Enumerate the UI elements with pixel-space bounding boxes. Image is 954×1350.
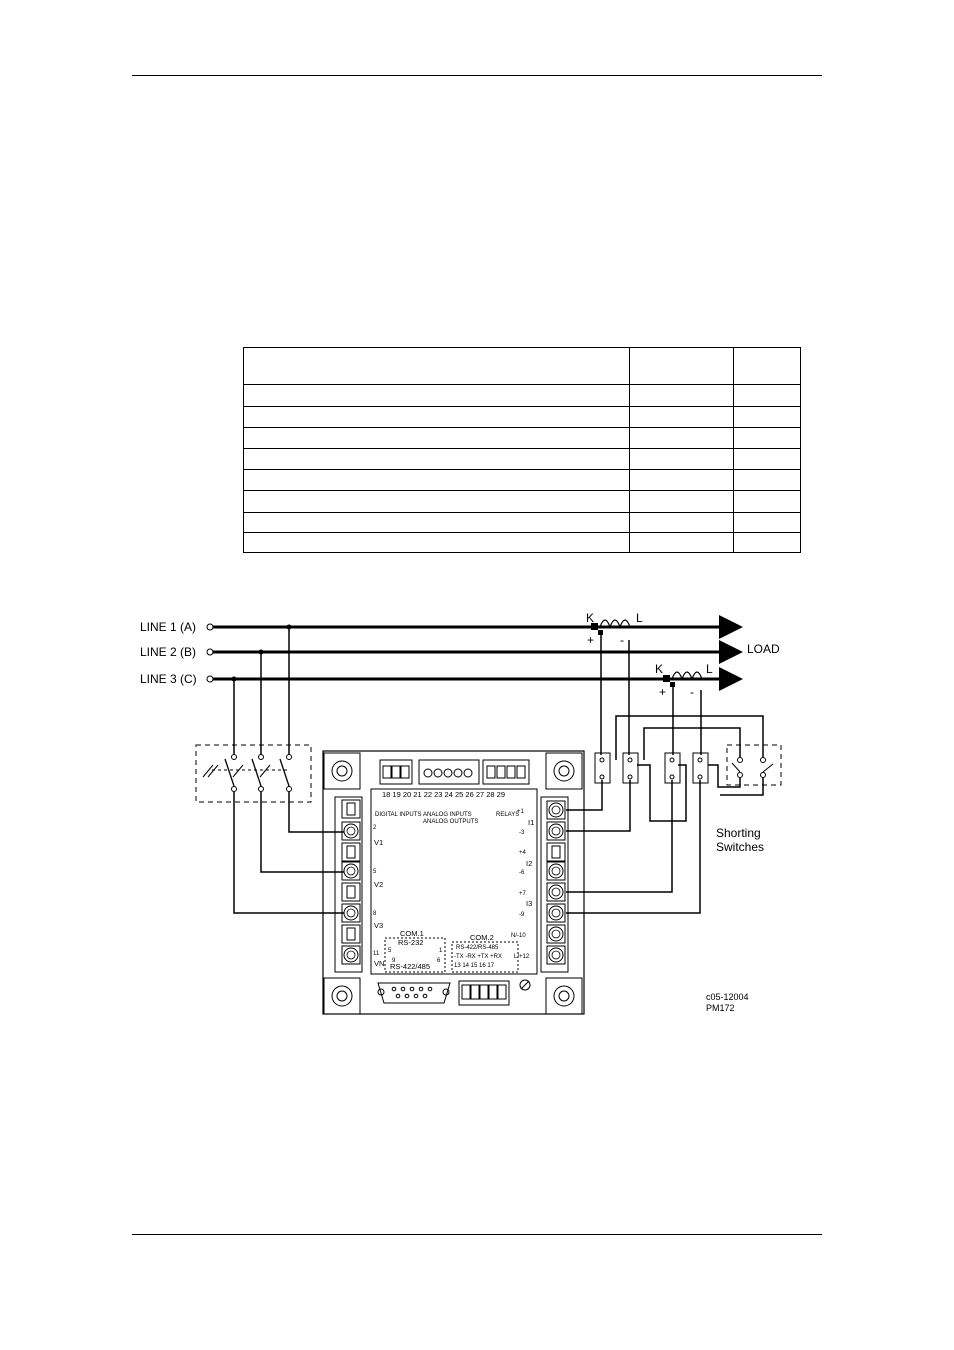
model-label: PM172 bbox=[706, 1003, 735, 1013]
com2-label: COM.2 bbox=[470, 933, 494, 942]
shorting-label-1: Shorting bbox=[716, 826, 761, 840]
svg-text:K: K bbox=[655, 662, 663, 676]
svg-text:I1: I1 bbox=[528, 818, 534, 827]
svg-text:+1: +1 bbox=[517, 809, 525, 815]
top-terminal-numbers: 18 19 20 21 22 23 24 25 26 27 28 29 bbox=[382, 790, 505, 799]
svg-text:13 14 15 16 17: 13 14 15 16 17 bbox=[454, 963, 495, 969]
svg-text:L/+12: L/+12 bbox=[514, 954, 530, 960]
load-label: LOAD bbox=[747, 642, 780, 656]
svg-text:RS-422/485: RS-422/485 bbox=[390, 962, 430, 971]
ct-shorting-blocks: Shorting Switches bbox=[594, 744, 782, 854]
current-transformer-1: K L + - bbox=[586, 611, 643, 647]
shorting-label-2: Switches bbox=[716, 840, 764, 854]
svg-text:+: + bbox=[659, 685, 666, 699]
analog-outputs-label: ANALOG OUTPUTS bbox=[423, 819, 478, 825]
svg-text:RS-422/RS-485: RS-422/RS-485 bbox=[456, 945, 499, 951]
svg-text:VN: VN bbox=[374, 959, 384, 968]
svg-text:V2: V2 bbox=[374, 880, 383, 889]
header-rule bbox=[132, 75, 822, 76]
svg-text:L: L bbox=[706, 662, 713, 676]
svg-text:9: 9 bbox=[392, 958, 396, 964]
digital-inputs-label: DIGITAL INPUTS bbox=[375, 812, 421, 818]
svg-text:K: K bbox=[586, 611, 594, 625]
svg-text:-: - bbox=[690, 685, 694, 699]
empty-table bbox=[243, 347, 801, 553]
line-2-label: LINE 2 (B) bbox=[140, 645, 196, 659]
svg-text:-6: -6 bbox=[519, 870, 525, 876]
ct-wiring bbox=[566, 635, 764, 914]
svg-text:5: 5 bbox=[388, 948, 392, 954]
svg-text:+7: +7 bbox=[519, 891, 527, 897]
svg-text:-9: -9 bbox=[519, 912, 525, 918]
svg-text:I3: I3 bbox=[526, 899, 532, 908]
phase-lines: LINE 1 (A) LINE 2 (B) LINE 3 (C) LOAD bbox=[140, 615, 780, 691]
voltage-disconnect-box bbox=[195, 627, 344, 914]
footer-rule bbox=[132, 1234, 822, 1235]
svg-text:-: - bbox=[620, 633, 624, 647]
svg-text:-TX -RX +TX +RX: -TX -RX +TX +RX bbox=[454, 954, 502, 960]
svg-text:-3: -3 bbox=[519, 830, 525, 836]
svg-text:+: + bbox=[587, 633, 594, 647]
figure-id: c05-12004 bbox=[706, 992, 749, 1002]
svg-text:+4: +4 bbox=[519, 850, 527, 856]
analog-inputs-label: ANALOG INPUTS bbox=[423, 812, 472, 818]
svg-text:V1: V1 bbox=[374, 838, 383, 847]
svg-text:N/-10: N/-10 bbox=[511, 933, 526, 939]
svg-text:8: 8 bbox=[373, 911, 377, 917]
com1-label: COM.1 bbox=[400, 929, 424, 938]
meter-rear-panel: 18 19 20 21 22 23 24 25 26 27 28 29 DIGI… bbox=[322, 750, 585, 1015]
line-3-label: LINE 3 (C) bbox=[140, 672, 197, 686]
svg-text:V3: V3 bbox=[374, 921, 383, 930]
svg-text:RS-232: RS-232 bbox=[398, 938, 423, 947]
relays-label: RELAYS bbox=[496, 812, 519, 818]
svg-text:L: L bbox=[636, 611, 643, 625]
svg-text:1: 1 bbox=[439, 948, 443, 954]
svg-text:2: 2 bbox=[373, 825, 377, 831]
svg-text:6: 6 bbox=[437, 958, 441, 964]
line-1-label: LINE 1 (A) bbox=[140, 620, 196, 634]
svg-text:5: 5 bbox=[373, 869, 377, 875]
current-transformer-3: K L + - bbox=[655, 662, 713, 699]
svg-text:11: 11 bbox=[373, 951, 380, 957]
svg-text:I2: I2 bbox=[526, 859, 532, 868]
